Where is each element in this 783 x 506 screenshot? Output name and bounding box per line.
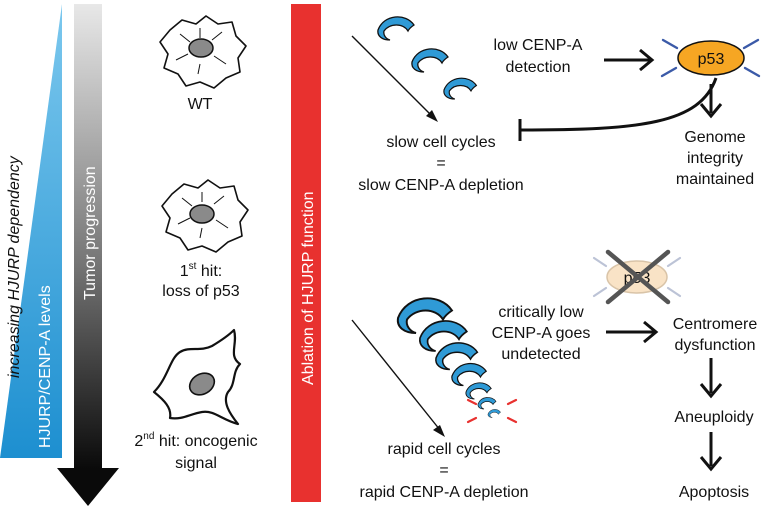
centromere-line1: Centromere — [673, 316, 758, 333]
undetected-line3: undetected — [501, 346, 580, 363]
apoptosis-label: Apoptosis — [679, 484, 749, 501]
detection-label-line2: detection — [506, 59, 571, 76]
p53-inhibition-arrow — [518, 77, 718, 141]
genome-label-line1: Genome — [684, 129, 745, 146]
hit2-cell-icon — [152, 328, 242, 426]
genome-label-line3: maintained — [676, 171, 754, 188]
hjurp-level-wedge — [0, 4, 62, 458]
levels-label: HJURP/CENP-A levels — [37, 285, 54, 448]
slow-cycles-eq: = — [436, 155, 445, 172]
dependency-label: increasing HJURP dependency — [6, 155, 23, 378]
hit1-label: 1st hit: — [180, 261, 222, 280]
rapid-cycles-eq: = — [439, 462, 448, 479]
aneuploidy-label: Aneuploidy — [674, 409, 753, 426]
p53-signal-rays — [660, 38, 761, 78]
detection-to-p53-arrow — [604, 48, 655, 72]
rapid-cycle-arrow — [351, 319, 445, 437]
progression-label: Tumor progression — [82, 166, 99, 300]
wt-label: WT — [188, 96, 213, 113]
rapid-cycles-line3: rapid CENP-A depletion — [360, 484, 529, 501]
slow-cycles-line3: slow CENP-A depletion — [358, 177, 523, 194]
rapid-cenp-red-rays — [466, 398, 518, 424]
slow-cycle-arrow — [351, 35, 438, 122]
hit2-label: 2nd hit: oncogenic — [134, 431, 257, 450]
aneuploidy-to-apoptosis-arrow — [699, 432, 723, 472]
rapid-cycles-line1: rapid cell cycles — [388, 441, 501, 458]
undetected-line2: CENP-A goes — [492, 325, 591, 342]
ablation-label: Ablation of HJURP function — [300, 191, 317, 385]
undetected-line1: critically low — [498, 304, 584, 321]
p53-label: p53 — [698, 51, 725, 68]
slow-depletion-cenp-icons — [377, 16, 477, 100]
centromere-line2: dysfunction — [675, 337, 756, 354]
hit1-cell-icon — [161, 179, 249, 253]
p53-node — [677, 40, 745, 76]
cross-out-x-icon — [605, 249, 671, 305]
hit1-label-line2: loss of p53 — [162, 283, 239, 300]
rapid-depletion-cenp-icons — [396, 297, 501, 418]
ablation-bar — [291, 4, 321, 502]
undetected-to-centromere-arrow — [606, 320, 659, 344]
wt-cell-icon — [159, 15, 247, 89]
faded-p53-rays — [592, 256, 682, 298]
genome-label-line2: integrity — [687, 150, 743, 167]
tumor-progression-arrow — [57, 4, 119, 506]
slow-cycles-line1: slow cell cycles — [386, 134, 495, 151]
hit2-label-line2: signal — [175, 455, 217, 472]
detection-label-line1: low CENP-A — [494, 37, 583, 54]
centromere-to-aneuploidy-arrow — [699, 358, 723, 399]
